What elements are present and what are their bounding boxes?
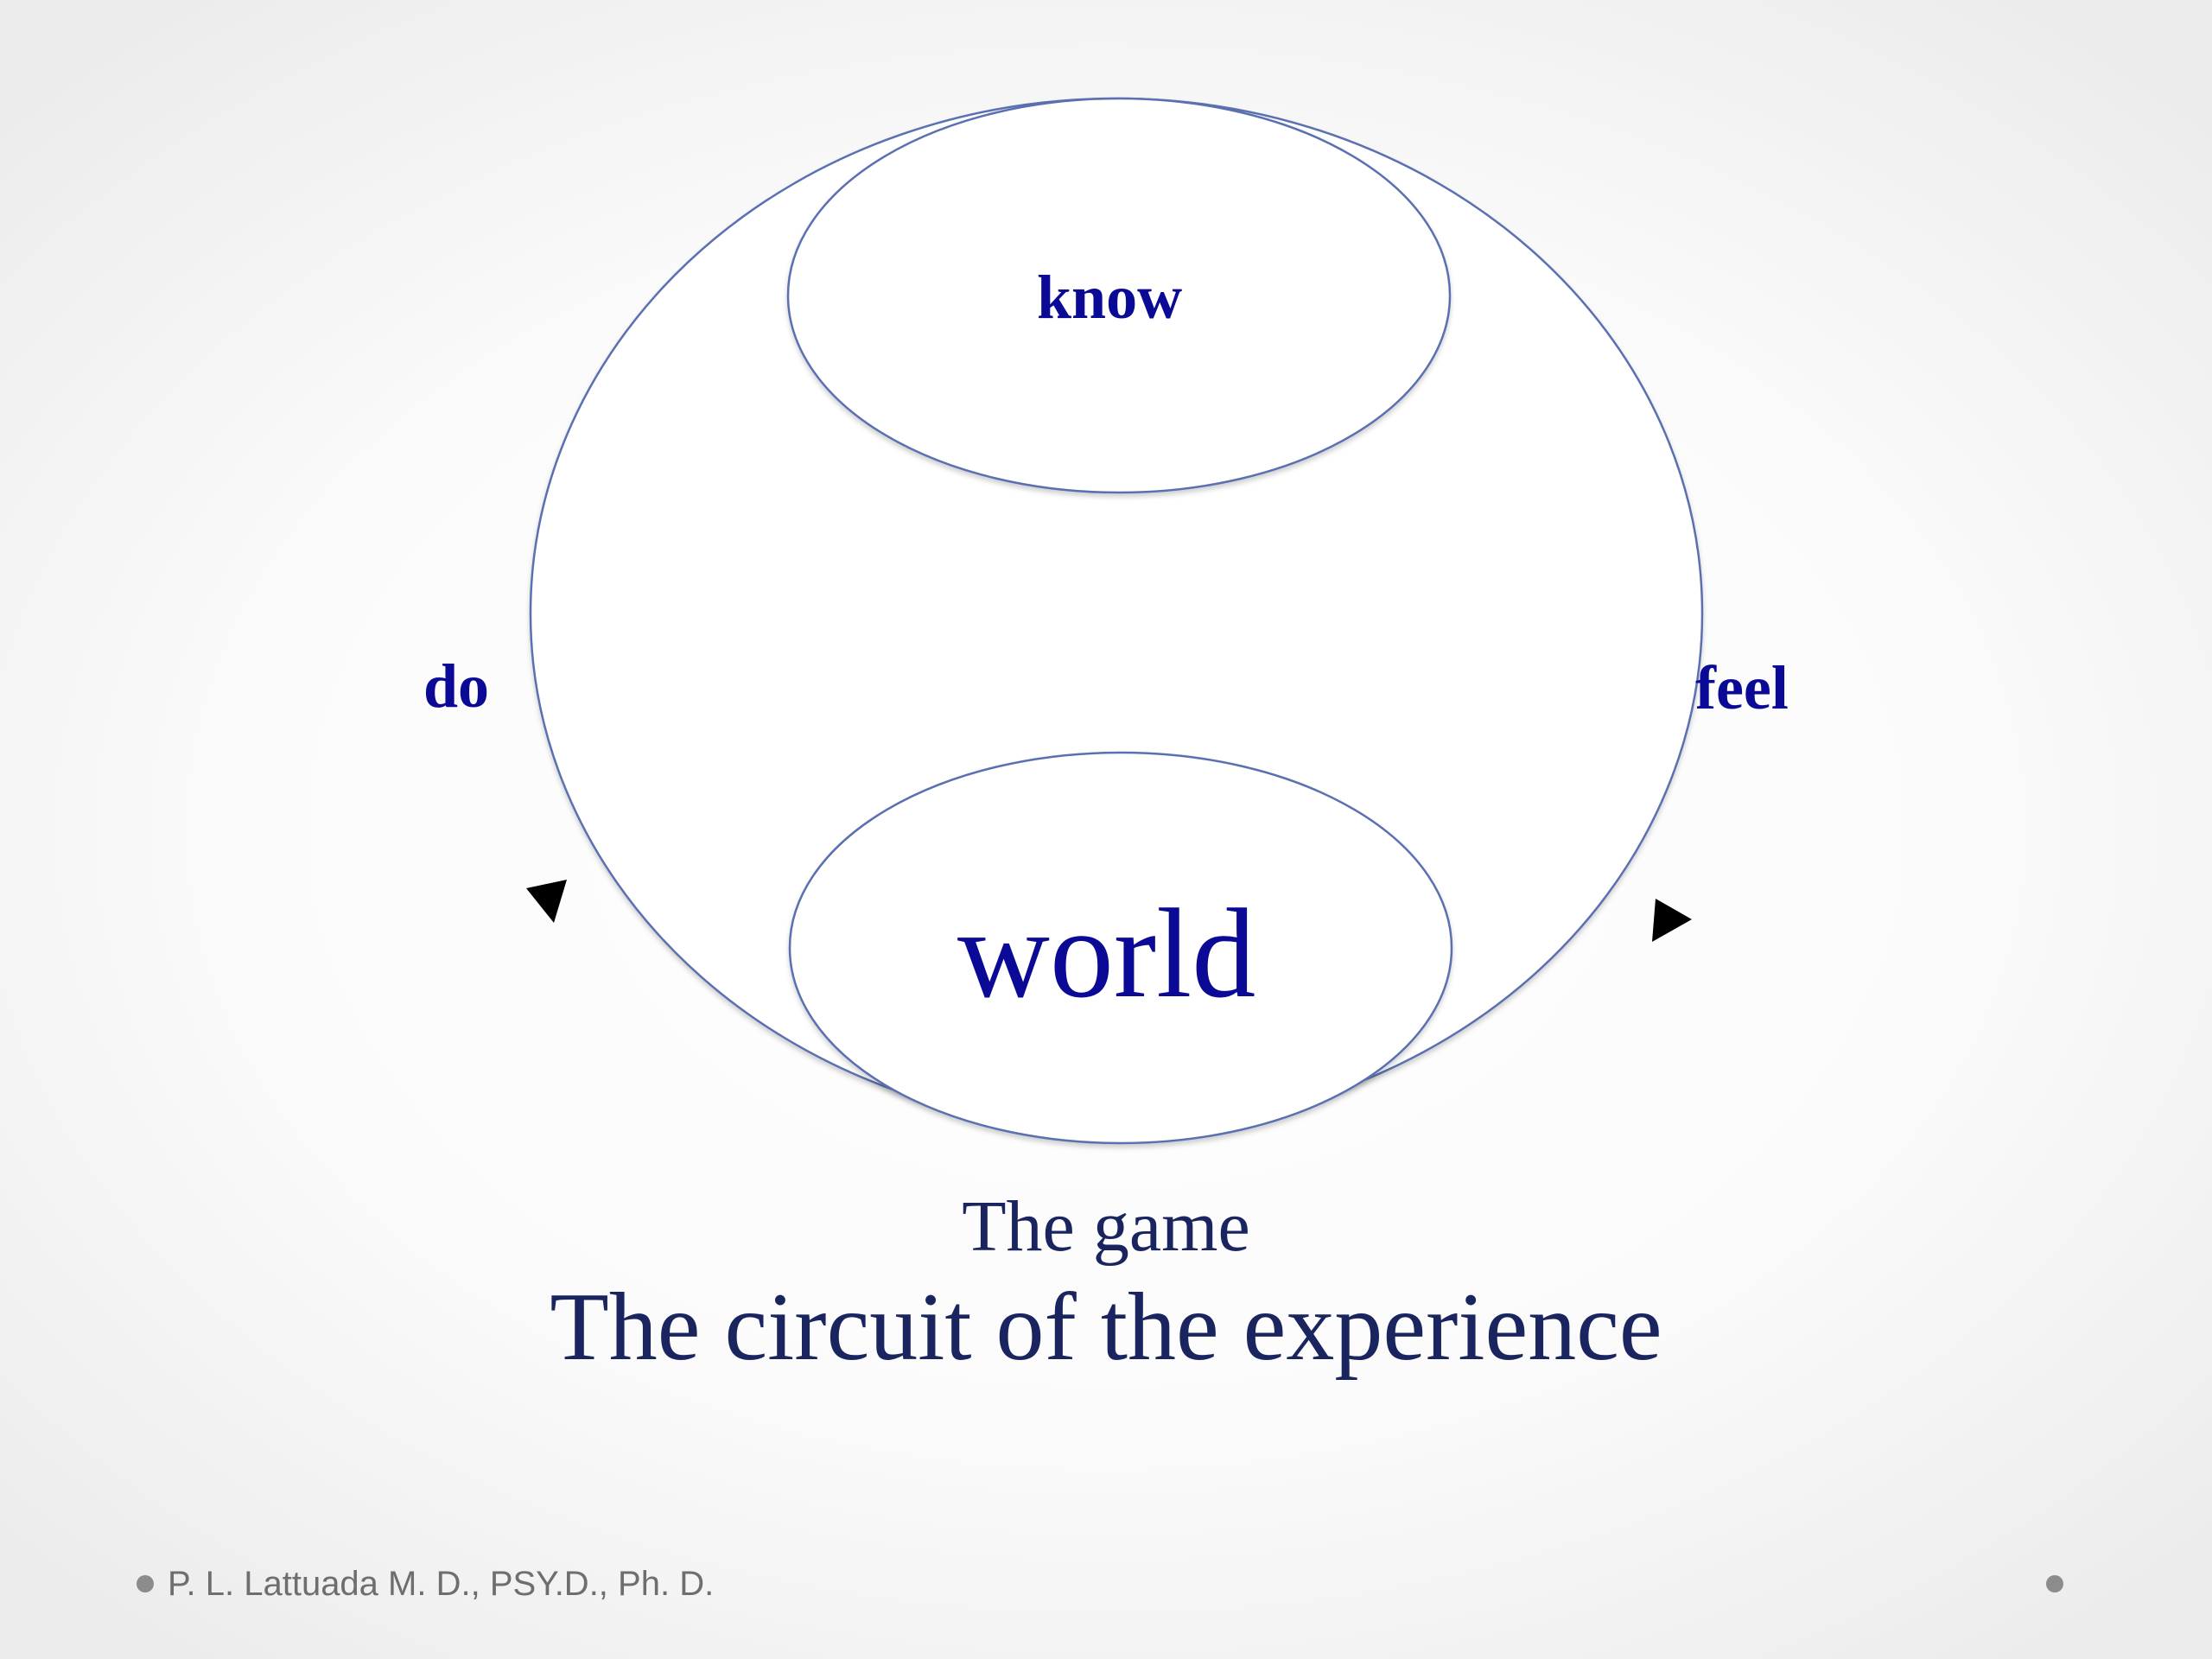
world-ellipse — [788, 751, 1453, 1145]
bullet-dot-icon — [137, 1575, 154, 1592]
know-ellipse — [786, 97, 1452, 494]
slide-subtitle: The game — [962, 1186, 1250, 1267]
feel-label: feel — [1695, 653, 1789, 722]
slide-title: The circuit of the experience — [550, 1274, 1662, 1381]
do-label: do — [423, 652, 490, 721]
know-label: know — [1037, 263, 1183, 332]
footer-author-text: P. L. Lattuada M. D., PSY.D., Ph. D. — [168, 1564, 715, 1603]
footer-author: P. L. Lattuada M. D., PSY.D., Ph. D. — [137, 1562, 714, 1605]
arrow-right-icon — [1652, 899, 1692, 942]
world-label: world — [957, 883, 1256, 1025]
footer-page-marker — [2046, 1562, 2063, 1605]
page-dot-icon — [2046, 1575, 2063, 1592]
arrow-left-icon — [526, 880, 567, 923]
